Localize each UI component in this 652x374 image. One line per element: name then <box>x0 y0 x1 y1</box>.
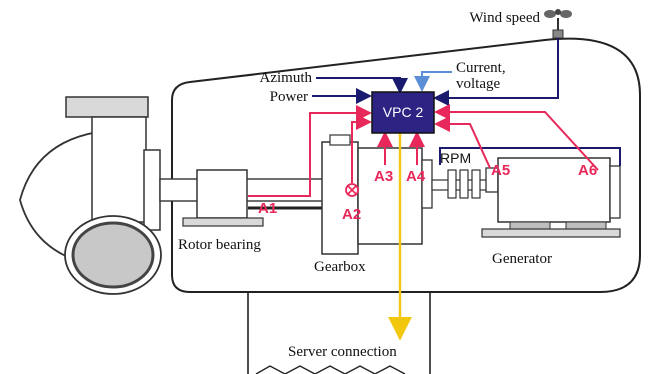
rpm-signal <box>439 147 621 166</box>
current-label: Current, <box>456 60 506 76</box>
sensor-a1-label: A1 <box>258 200 277 217</box>
sensor-a5-label: A5 <box>491 162 510 179</box>
vpc-controller-label: VPC 2 <box>383 104 424 120</box>
wind-speed-signal <box>433 38 559 106</box>
sensor-a3-label: A3 <box>374 168 393 185</box>
power-label: Power <box>270 89 308 105</box>
a1-signal <box>248 105 372 197</box>
anemometer-icon <box>544 9 572 39</box>
coupling <box>431 169 489 199</box>
gearbox-label: Gearbox <box>314 259 366 275</box>
navy-signals <box>312 38 621 166</box>
red-signals <box>248 104 599 197</box>
a6-signal <box>434 104 599 171</box>
tower <box>247 292 431 374</box>
generator <box>481 157 621 238</box>
a5-signal <box>434 116 491 169</box>
rotor-bearing-label: Rotor bearing <box>178 237 261 253</box>
sensor-a4-label: A4 <box>406 168 426 185</box>
current-voltage-signal <box>414 71 452 92</box>
generator-label: Generator <box>492 251 552 267</box>
voltage-label: voltage <box>456 76 500 92</box>
rotor-hub <box>19 96 162 295</box>
vpc-controller-box <box>371 91 435 134</box>
server-connection-label: Server connection <box>288 344 397 360</box>
sensor-a6-label: A6 <box>578 162 597 179</box>
rpm-label: RPM <box>440 150 471 166</box>
azimuth-signal <box>316 77 408 94</box>
crossed-circle-icon <box>345 183 359 197</box>
gearbox <box>321 134 433 255</box>
wind-speed-label: Wind speed <box>469 10 540 26</box>
rotor-bearing <box>182 169 264 227</box>
sensor-a2-label: A2 <box>342 206 361 223</box>
azimuth-label: Azimuth <box>260 70 313 86</box>
a2-signal <box>351 114 372 183</box>
